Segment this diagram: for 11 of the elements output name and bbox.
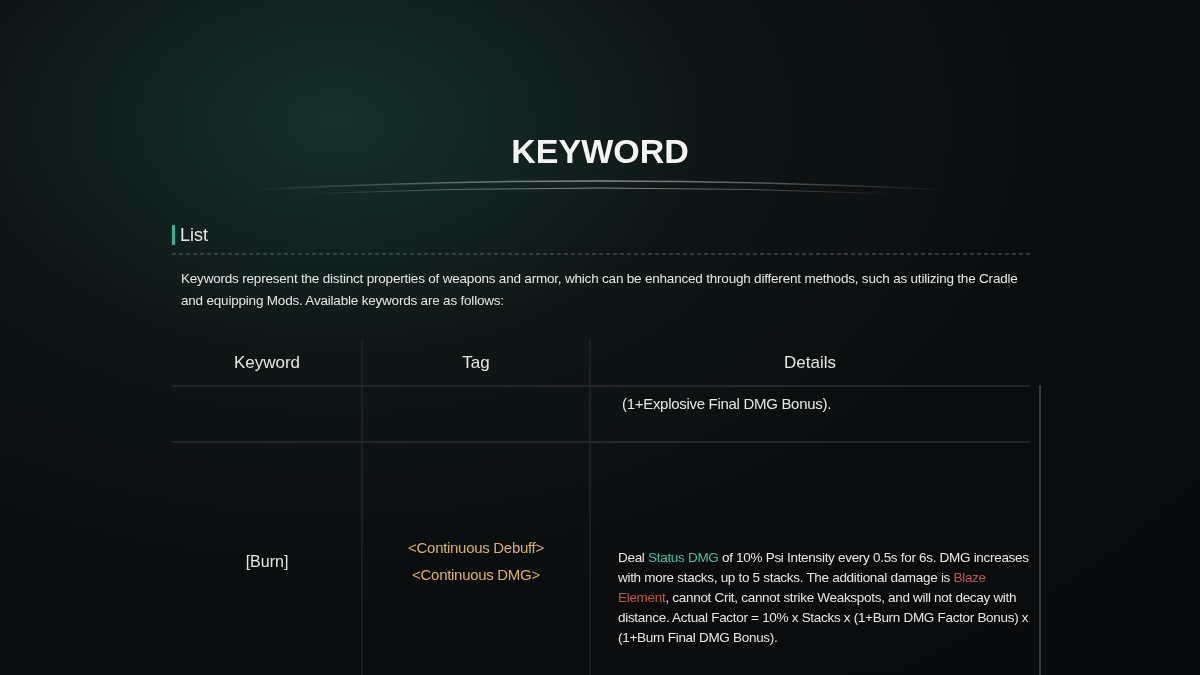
- details-text: (1+Explosive Final DMG Bonus).: [622, 394, 832, 414]
- column-header: Keyword: [232, 353, 302, 373]
- keyword-text: [Burn]: [244, 552, 290, 572]
- tag-text: <Continuous Debuff>: [407, 538, 545, 558]
- tag-text: <Continuous DMG>: [411, 565, 541, 585]
- section-heading: List: [180, 225, 209, 245]
- column-header: Tag: [461, 353, 491, 373]
- column-header: Details: [783, 353, 837, 373]
- page-title: KEYWORD: [510, 132, 690, 171]
- intro-text: Keywords represent the distinct properties of weapons and armor, which can be enhanced through different methods, such as utilizing the Cradle and equipping Mods. Available keywords are as follows:: [181, 270, 1019, 310]
- details-text: Deal Status DMG of 10% Psi Intensity every 0.5s for 6s. DMG increases with more stacks, up to 5 stacks. The additional damage is Blaze Element, cannot Crit, cannot strike Weakspots, and will not decay with distance. Actual Factor = 10% x Stacks x (1+Burn DMG Factor Bonus) x (1+Burn Final DMG Bonus).: [618, 549, 1030, 647]
